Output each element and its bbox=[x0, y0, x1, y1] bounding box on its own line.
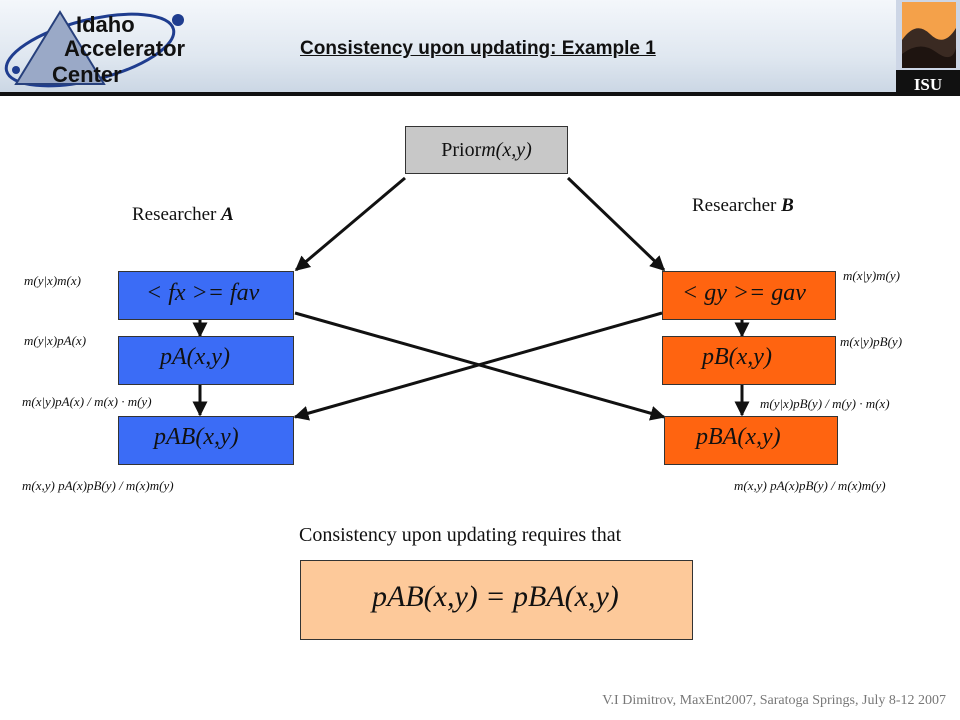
b-posterior-expression: pB(x,y) bbox=[702, 344, 772, 370]
slide-title: Consistency upon updating: Example 1 bbox=[300, 38, 656, 59]
header-divider bbox=[0, 92, 960, 96]
logo-line-1: Idaho bbox=[76, 12, 135, 37]
formula-left-2: m(y|x)pA(x) bbox=[24, 333, 87, 348]
formula-left-1: m(y|x)m(x) bbox=[24, 273, 81, 288]
logo-line-3: Center bbox=[52, 62, 122, 87]
consistency-label: Consistency upon updating requires that bbox=[299, 524, 622, 546]
researcher-b-prefix: Researcher bbox=[692, 195, 782, 216]
a-constraint-expression: < fx >= fav bbox=[146, 280, 260, 306]
b-constraint-expression: < gy >= gav bbox=[682, 280, 806, 306]
ab-posterior-box bbox=[118, 416, 294, 465]
researcher-a-letter: A bbox=[221, 204, 234, 225]
ba-posterior-expression: pBA(x,y) bbox=[696, 424, 781, 450]
a-constraint-box bbox=[118, 271, 294, 320]
prior-expression: m(x,y) bbox=[481, 138, 532, 161]
slide-footer: V.I Dimitrov, MaxEnt2007, Saratoga Sprin… bbox=[602, 693, 946, 708]
formula-left-3: m(x|y)pA(x) / m(x) · m(y) bbox=[22, 394, 152, 409]
isu-logo-text: ISU bbox=[914, 75, 942, 94]
formula-right-1: m(x|y)m(y) bbox=[843, 268, 900, 283]
prior-box: Prior m(x,y) bbox=[405, 126, 568, 174]
formula-right-3: m(y|x)pB(y) / m(y) · m(x) bbox=[760, 396, 890, 411]
arrow-b1-to-a3 bbox=[293, 311, 663, 421]
researcher-b-letter: B bbox=[781, 195, 794, 216]
b-posterior-box bbox=[662, 336, 836, 385]
consistency-equation: pAB(x,y) = pBA(x,y) bbox=[372, 580, 619, 613]
consistency-equation-box bbox=[300, 560, 693, 640]
formula-right-2: m(x|y)pB(y) bbox=[840, 334, 903, 349]
prior-label: Prior bbox=[441, 138, 482, 161]
ba-posterior-box bbox=[664, 416, 838, 465]
arrow-prior-to-b bbox=[566, 176, 666, 272]
arrow-a1-to-b3 bbox=[294, 311, 666, 421]
arrow-prior-to-a bbox=[294, 176, 406, 272]
header-banner bbox=[0, 0, 960, 96]
formula-right-4: m(x,y) pA(x)pB(y) / m(x)m(y) bbox=[734, 478, 886, 493]
researcher-a-prefix: Researcher bbox=[132, 204, 222, 225]
formula-left-4: m(x,y) pA(x)pB(y) / m(x)m(y) bbox=[22, 478, 174, 493]
a-posterior-expression: pA(x,y) bbox=[160, 344, 230, 370]
researcher-b-label: Researcher B bbox=[692, 195, 794, 217]
logo-line-2: Accelerator bbox=[64, 36, 186, 61]
b-constraint-box bbox=[662, 271, 836, 320]
a-posterior-box bbox=[118, 336, 294, 385]
ab-posterior-expression: pAB(x,y) bbox=[154, 424, 239, 450]
isu-logo: ISU bbox=[896, 0, 960, 96]
idaho-accelerator-center-logo: Idaho Accelerator Center bbox=[4, 10, 186, 88]
researcher-a-label: Researcher A bbox=[132, 204, 234, 226]
